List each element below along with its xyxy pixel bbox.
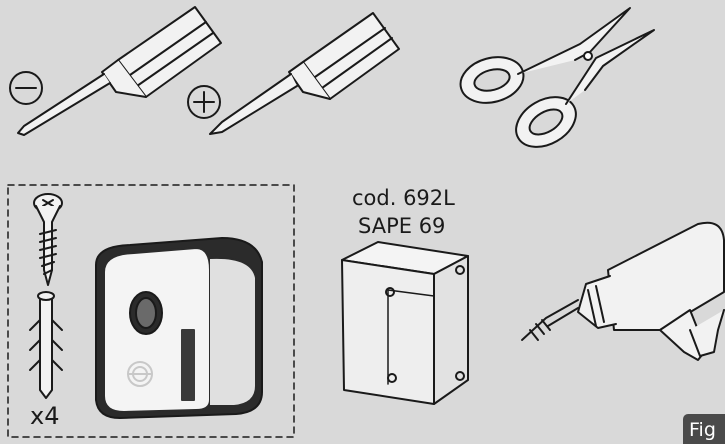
drill	[521, 221, 725, 361]
box-code-label: cod. 692L	[352, 186, 455, 210]
figure-tab	[683, 414, 725, 444]
wall-plug	[29, 291, 63, 399]
device-housing	[95, 237, 263, 419]
quantity-label: x4	[30, 402, 60, 430]
screw	[33, 193, 63, 286]
scissors	[459, 7, 655, 148]
kit-dashed-frame	[7, 184, 295, 438]
plus-sign-icon	[187, 85, 221, 119]
contactless-logo-icon	[127, 361, 153, 387]
figure-tab-label: Fig	[689, 419, 716, 441]
flat-screwdriver	[17, 6, 222, 136]
junction-box	[341, 241, 469, 405]
minus-sign-icon	[9, 71, 43, 105]
box-model-label: SAPE 69	[358, 214, 446, 238]
phillips-screwdriver	[209, 12, 400, 135]
